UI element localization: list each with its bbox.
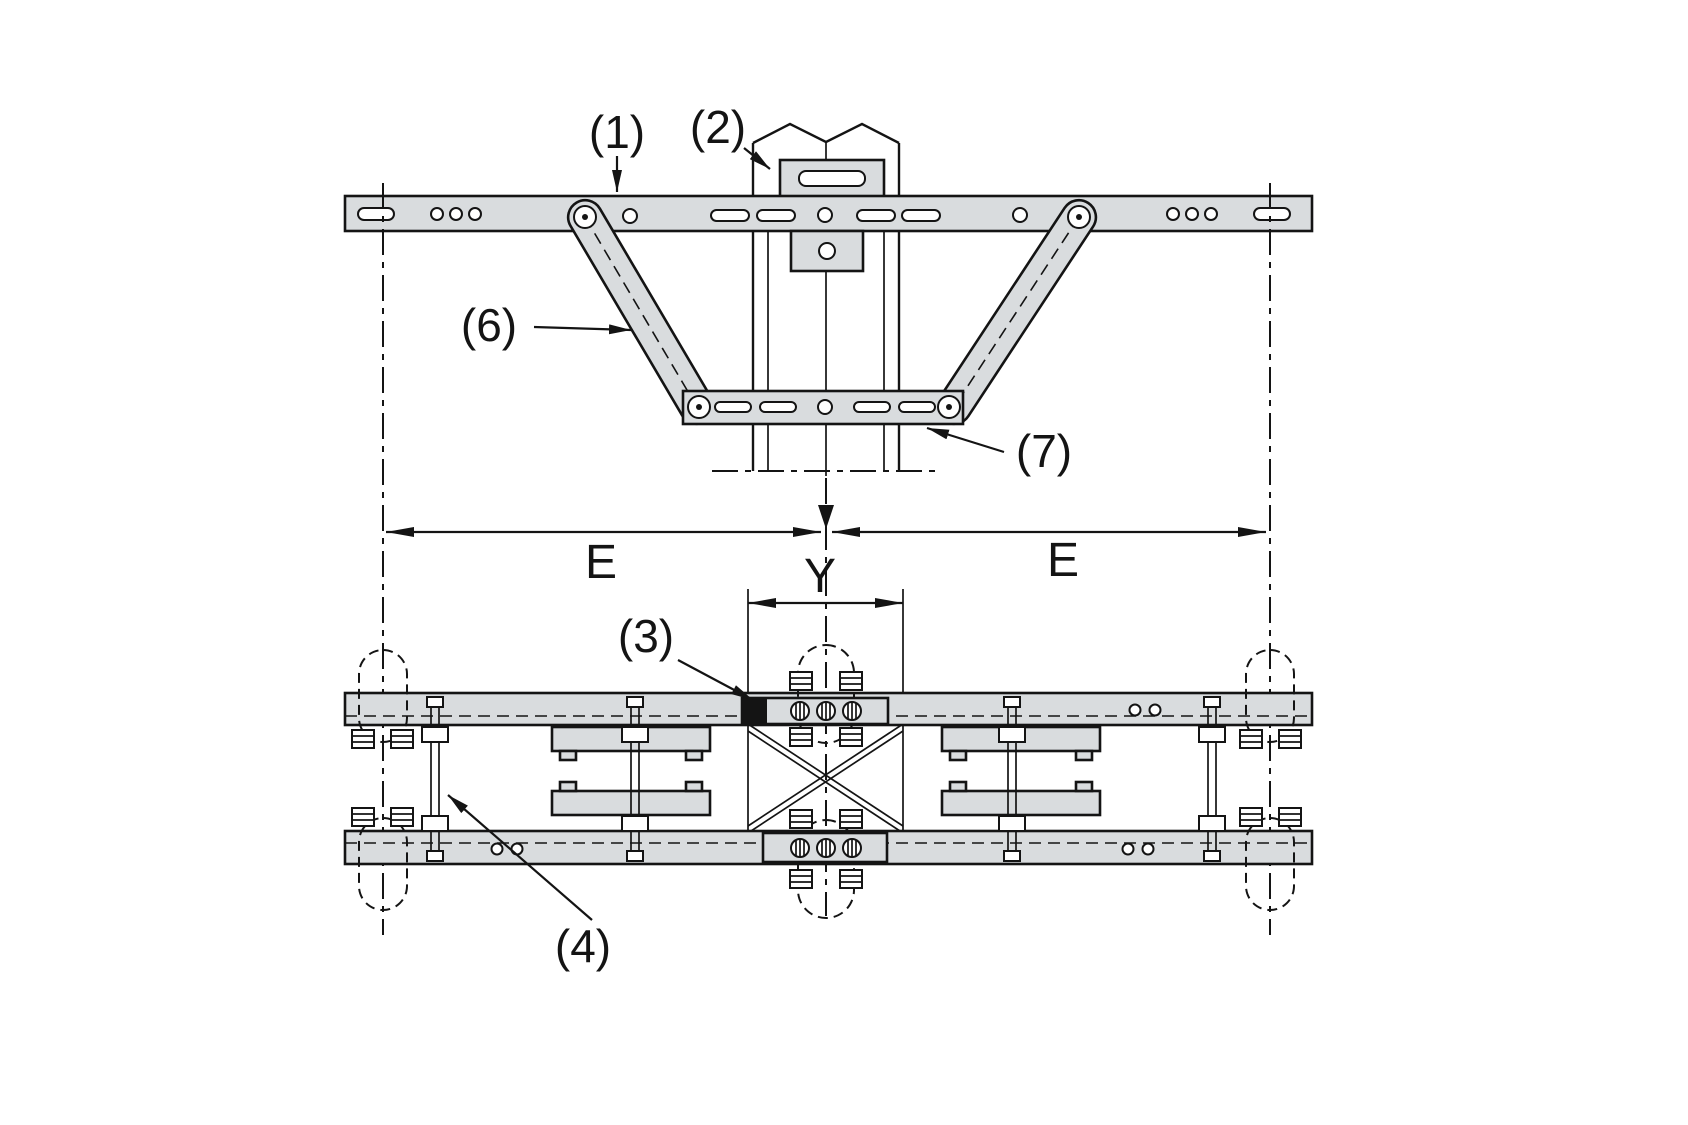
callout-4-leader xyxy=(447,794,593,921)
dimension-e: E E xyxy=(386,505,1266,589)
lower-brace xyxy=(681,389,965,426)
brace-end-bolts xyxy=(573,205,1091,419)
callout-3-leader xyxy=(677,659,754,701)
callout-1-label: (1) xyxy=(589,106,645,158)
callout-7: (7) xyxy=(926,425,1072,477)
dimension-e-left-label: E xyxy=(585,536,617,589)
pole xyxy=(712,122,935,476)
crossarm-beam xyxy=(343,194,1314,233)
callout-7-label: (7) xyxy=(1016,425,1072,477)
tie-rods xyxy=(421,696,1226,862)
tie-rod xyxy=(998,696,1026,862)
callout-4-label: (4) xyxy=(555,920,611,972)
callout-3-label: (3) xyxy=(618,610,674,662)
callout-6-label: (6) xyxy=(461,299,517,351)
callout-2: (2) xyxy=(690,101,771,170)
callout-6: (6) xyxy=(461,299,632,351)
center-arrow xyxy=(818,505,834,529)
plan-view: (3) (4) xyxy=(343,610,1314,972)
elevation-view: (1) (2) (6) (7) xyxy=(343,101,1314,477)
center-clamp-bottom xyxy=(761,831,889,864)
tie-rod xyxy=(621,696,649,862)
callout-4: (4) xyxy=(447,794,611,972)
tie-rod xyxy=(421,696,449,862)
callout-7-leader xyxy=(926,426,1005,454)
cross-bracing xyxy=(747,723,904,834)
dimension-y-label: Y xyxy=(804,550,836,603)
center-clamp-top xyxy=(740,696,890,726)
callout-2-leader xyxy=(743,147,771,170)
callout-1: (1) xyxy=(589,106,645,192)
callout-3: (3) xyxy=(618,610,754,701)
callout-2-label: (2) xyxy=(690,101,746,153)
clamp-block xyxy=(743,699,767,723)
crossarm-holes xyxy=(357,207,1291,224)
dimension-e-right-label: E xyxy=(1047,534,1079,587)
callout-6-leader xyxy=(533,324,632,335)
under-beam-bracket xyxy=(789,229,865,273)
tie-rod xyxy=(1198,696,1226,862)
pole-clamp xyxy=(778,158,886,200)
